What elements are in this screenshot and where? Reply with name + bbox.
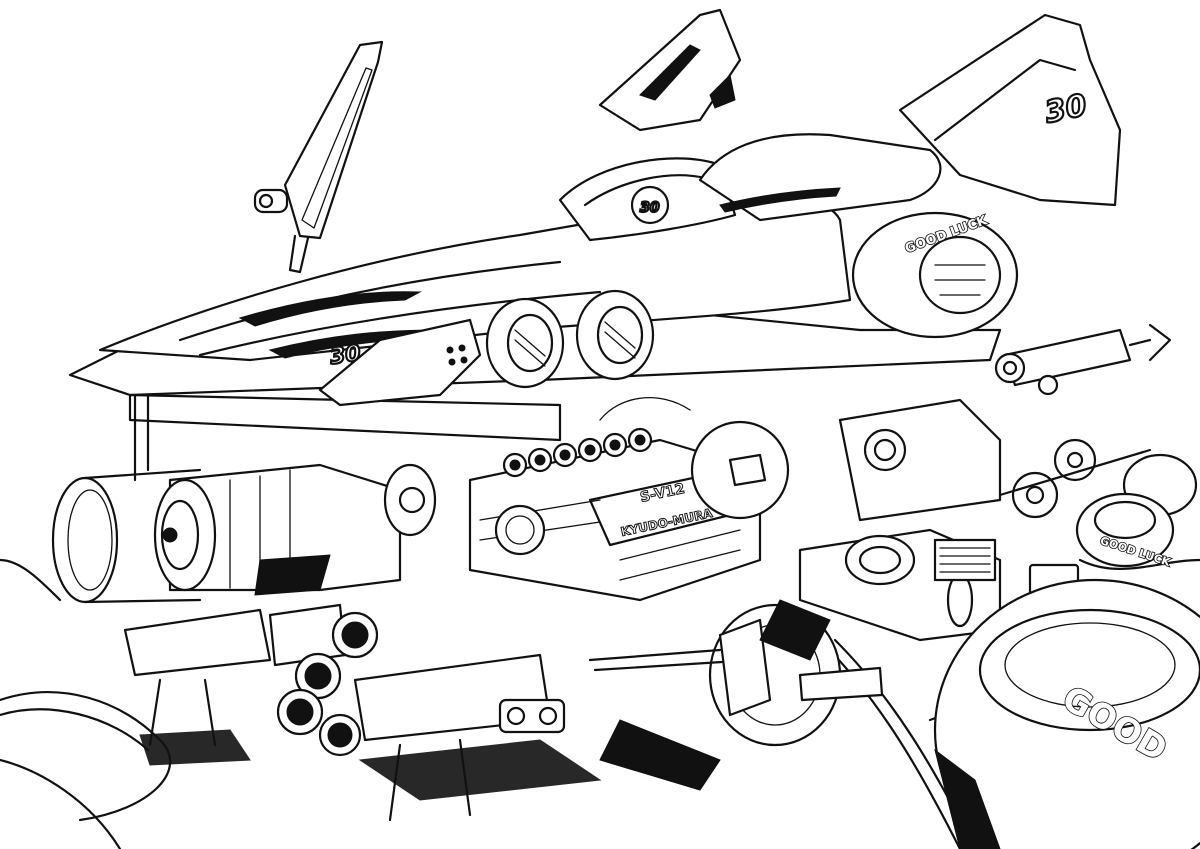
foreground-tire: GOOD (933, 578, 1200, 849)
right-hub-group (998, 438, 1152, 519)
v12-engine: S-V12 KYUDO-MURA (468, 397, 790, 602)
intake-trumpets (502, 427, 653, 478)
shock-absorber (994, 323, 1172, 396)
brake-disc-assembly (588, 603, 884, 747)
front-tire-right (575, 289, 655, 381)
rear-tire-upper: GOOD LUCK (851, 211, 1019, 339)
front-tire-left (485, 297, 565, 389)
wing-number: 30 (1042, 88, 1090, 131)
intake-turbine (51, 463, 437, 604)
helmet-number: 30 (640, 200, 660, 216)
exhaust-and-uprights (123, 603, 602, 822)
loose-tire-right-small: GOOD LUCK (1075, 453, 1198, 570)
gearbox-assembly (798, 398, 1080, 642)
ground-shadows (254, 554, 831, 791)
tall-side-fin (253, 40, 384, 274)
